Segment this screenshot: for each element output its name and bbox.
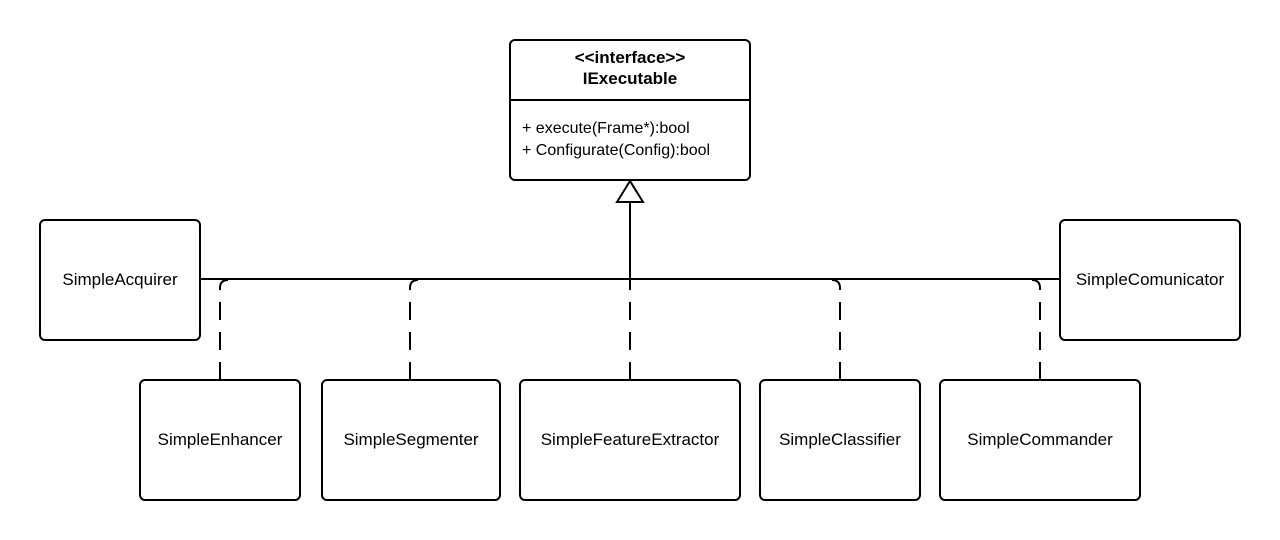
connectors — [200, 179, 1060, 380]
class-name-acquirer: SimpleAcquirer — [62, 270, 178, 289]
realization-commander — [1031, 279, 1041, 380]
class-box-simple-comunicator[interactable]: SimpleComunicator — [1059, 219, 1241, 341]
class-box-simple-feature-extractor[interactable]: SimpleFeatureExtractor — [519, 379, 741, 501]
realization-segmenter — [409, 279, 419, 380]
class-box-frame — [321, 379, 501, 501]
realization-enhancer — [219, 279, 229, 380]
class-box-frame — [139, 379, 301, 501]
interface-box-iexecutable[interactable]: <<interface>> IExecutable + execute(Fram… — [509, 39, 751, 181]
interface-name: IExecutable — [583, 69, 678, 88]
class-box-frame — [519, 379, 741, 501]
realization-classifier — [831, 279, 841, 380]
class-name-classifier: SimpleClassifier — [779, 430, 901, 449]
method-execute: + execute(Frame*):bool — [522, 120, 690, 137]
class-name-feature-extractor: SimpleFeatureExtractor — [541, 430, 720, 449]
class-name-comunicator: SimpleComunicator — [1076, 270, 1225, 289]
interface-stereotype: <<interface>> — [575, 48, 686, 67]
class-box-simple-segmenter[interactable]: SimpleSegmenter — [321, 379, 501, 501]
class-box-frame — [1059, 219, 1241, 341]
class-box-frame — [939, 379, 1141, 501]
class-box-simple-commander[interactable]: SimpleCommander — [939, 379, 1141, 501]
method-configurate: + Configurate(Config):bool — [522, 142, 710, 159]
class-name-enhancer: SimpleEnhancer — [158, 430, 283, 449]
class-box-frame — [39, 219, 201, 341]
interface-box-frame — [509, 39, 751, 181]
class-name-segmenter: SimpleSegmenter — [343, 430, 478, 449]
class-box-simple-enhancer[interactable]: SimpleEnhancer — [139, 379, 301, 501]
class-name-commander: SimpleCommander — [967, 430, 1113, 449]
class-box-simple-classifier[interactable]: SimpleClassifier — [759, 379, 921, 501]
generalization-arrowhead — [615, 179, 645, 203]
class-box-frame — [759, 379, 921, 501]
class-box-simple-acquirer[interactable]: SimpleAcquirer — [39, 219, 201, 341]
